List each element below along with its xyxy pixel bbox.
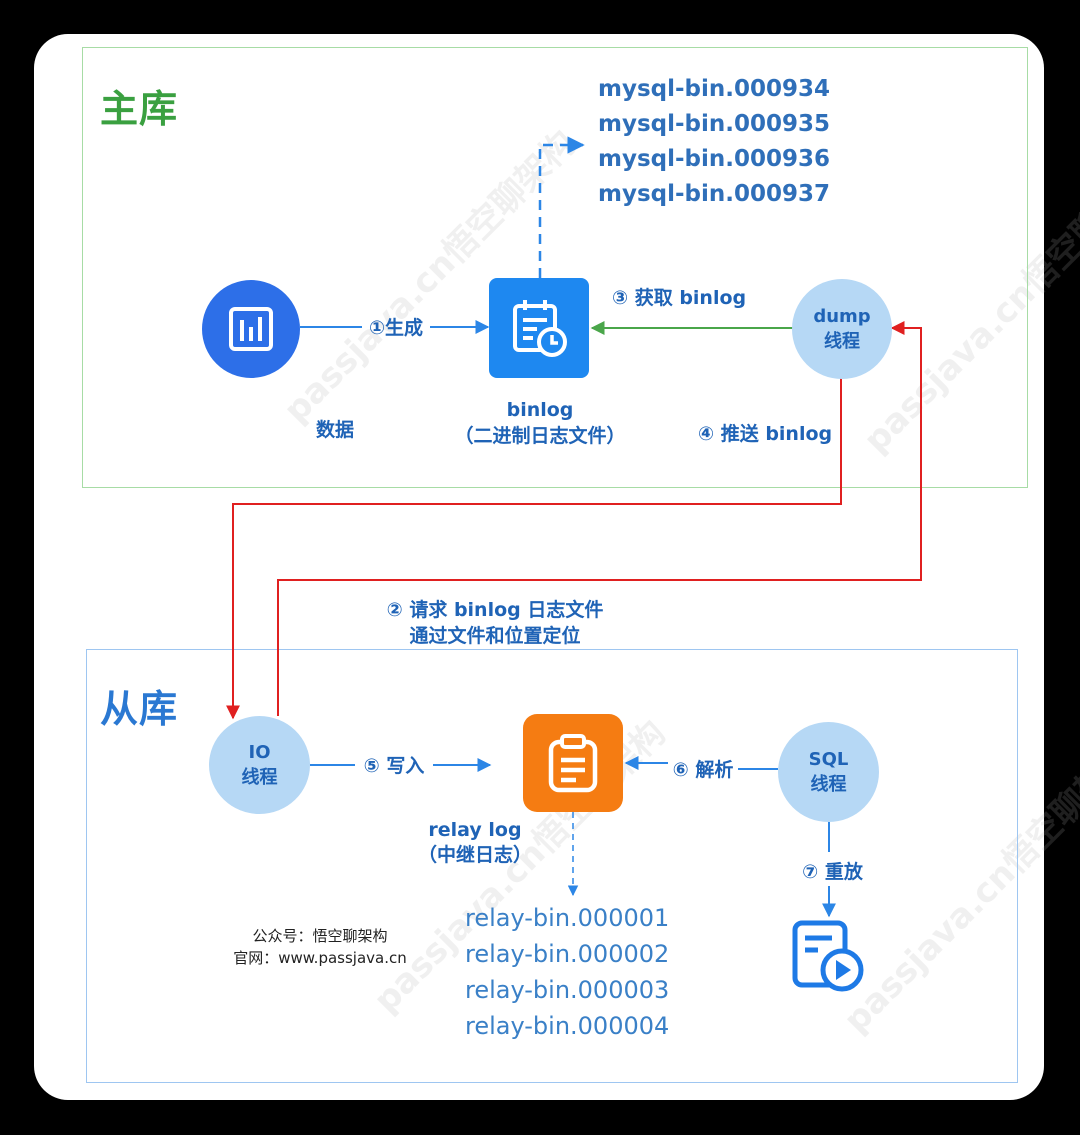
relay-log-node xyxy=(523,714,623,812)
relay-log-sublabel: （中继日志） xyxy=(417,844,532,866)
dump-thread-label: 线程 xyxy=(824,331,860,352)
relay-file: relay-bin.000002 xyxy=(465,940,670,968)
relay-file: relay-bin.000003 xyxy=(465,976,670,1004)
step3-label: ③ 获取 binlog xyxy=(612,287,747,309)
sql-thread-node: SQL 线程 xyxy=(778,722,879,822)
step4-label: ④ 推送 binlog xyxy=(698,423,833,445)
relay-file: relay-bin.000004 xyxy=(465,1012,670,1040)
master-db-box xyxy=(82,47,1028,488)
arrow-binlog-files xyxy=(538,136,585,278)
slave-db-title: 从库 xyxy=(100,687,179,731)
account-text: 公众号：悟空聊架构 xyxy=(252,927,388,945)
dump-thread-label: dump xyxy=(813,306,871,327)
relay-file: relay-bin.000001 xyxy=(465,904,670,932)
replay-node xyxy=(790,918,866,994)
dump-thread-node: dump 线程 xyxy=(792,279,892,379)
data-label: 数据 xyxy=(315,419,354,441)
arrow-request-binlog xyxy=(277,321,922,716)
binlog-node xyxy=(489,278,589,378)
sql-thread-label: 线程 xyxy=(810,774,847,795)
diagram-canvas xyxy=(34,34,1044,1100)
step6-label: ⑥ 解析 xyxy=(672,759,734,781)
slave-db-box xyxy=(86,649,1018,1083)
step1-label: ①生成 xyxy=(368,317,424,339)
calendar-clock-icon xyxy=(513,300,567,357)
binlog-file: mysql-bin.000937 xyxy=(598,181,831,207)
binlog-file: mysql-bin.000934 xyxy=(598,76,831,102)
binlog-file: mysql-bin.000936 xyxy=(598,146,831,172)
data-node xyxy=(202,280,300,378)
step7-label: ⑦ 重放 xyxy=(802,861,863,883)
binlog-sublabel: （二进制日志文件） xyxy=(454,425,626,447)
document-play-icon xyxy=(792,920,864,992)
step2-sublabel: 通过文件和位置定位 xyxy=(409,625,581,647)
binlog-file-list: mysql-bin.000934 mysql-bin.000935 mysql-… xyxy=(598,72,830,212)
sql-thread-label: SQL xyxy=(808,749,849,770)
relay-file-list: relay-bin.000001 relay-bin.000002 relay-… xyxy=(465,900,669,1044)
relay-log-label: relay log xyxy=(428,819,522,841)
master-db-title: 主库 xyxy=(100,87,179,131)
io-thread-node: IO 线程 xyxy=(209,716,310,814)
arrow-push-binlog xyxy=(226,378,842,720)
website-text: 官网：www.passjava.cn xyxy=(233,949,407,967)
binlog-label: binlog xyxy=(506,399,574,421)
io-thread-label: 线程 xyxy=(241,767,278,788)
io-thread-label: IO xyxy=(248,742,271,763)
step2-label: ② 请求 binlog 日志文件 xyxy=(386,599,604,621)
step5-label: ⑤ 写入 xyxy=(363,755,425,777)
clipboard-icon xyxy=(548,734,598,793)
binlog-file: mysql-bin.000935 xyxy=(598,111,831,137)
bar-chart-icon xyxy=(229,307,273,351)
